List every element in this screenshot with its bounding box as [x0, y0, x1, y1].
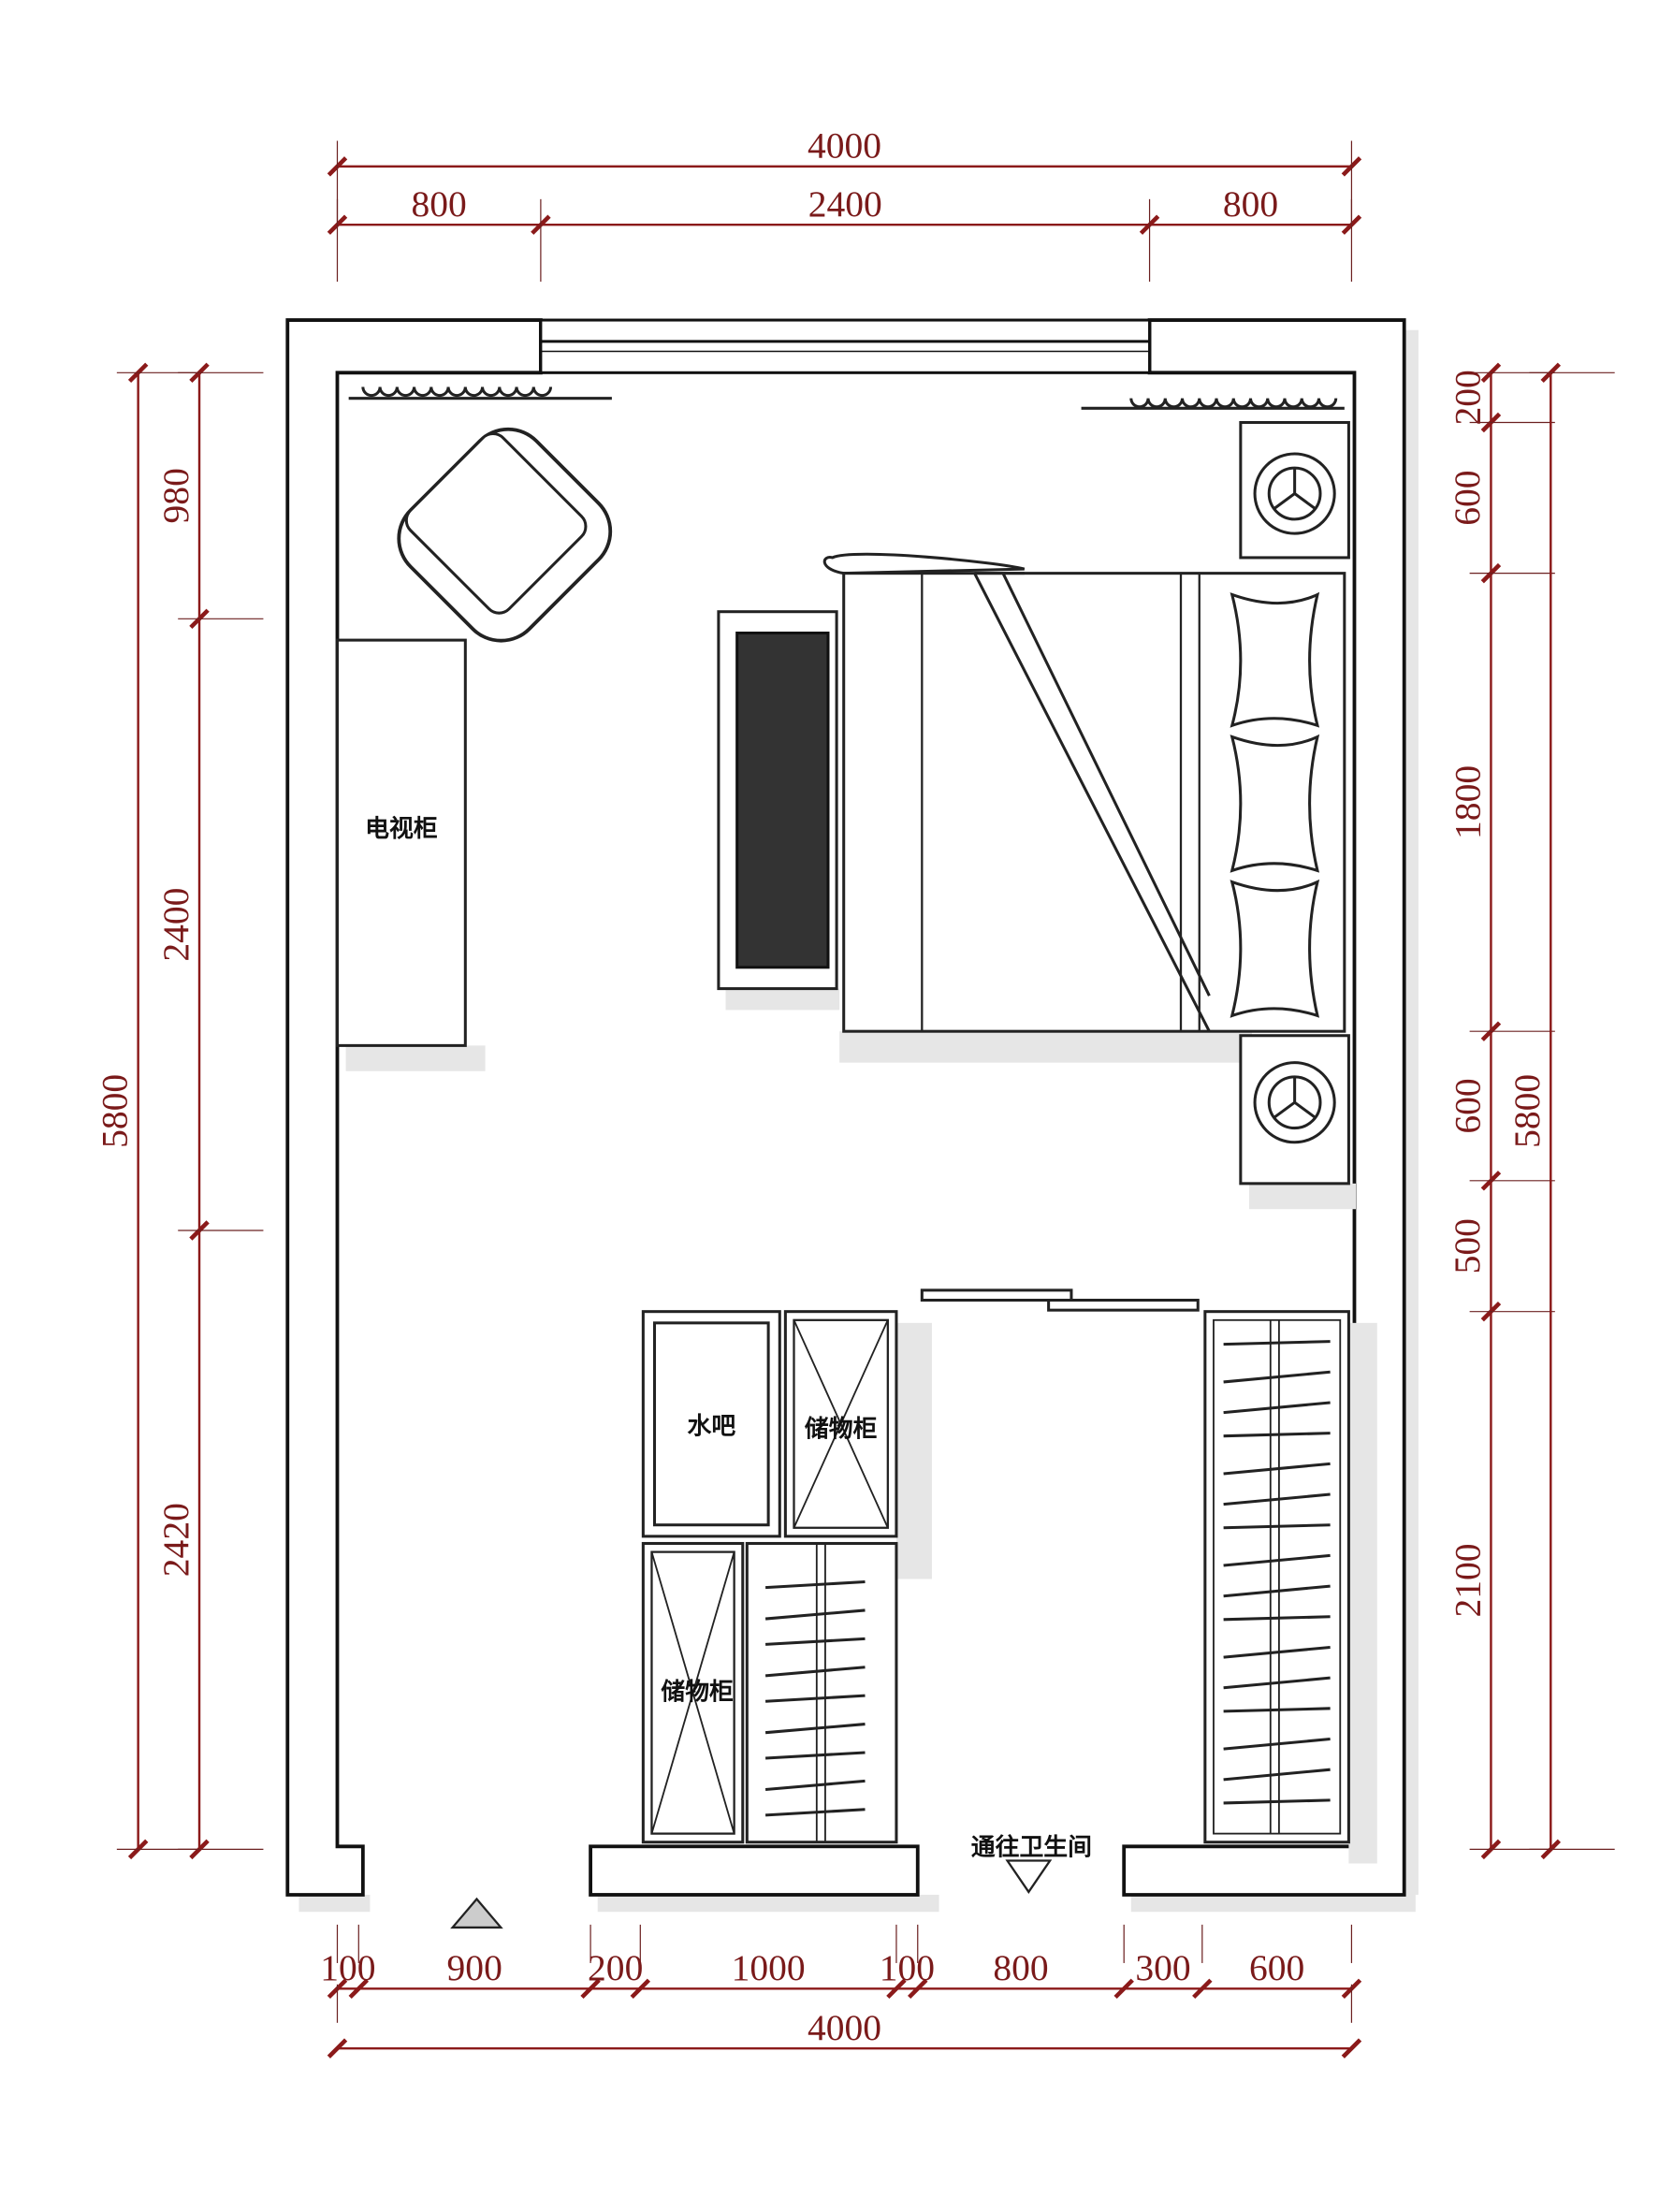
dimension-tick [327, 2038, 348, 2059]
dimension-label: 900 [447, 1947, 502, 1988]
storage-lower-label: 储物柜 [661, 1678, 734, 1707]
storage-cabinet-upper [783, 1310, 898, 1538]
dimension-tick [886, 1978, 907, 2000]
dimension-tick [1113, 1978, 1134, 2000]
hanger [1223, 1584, 1331, 1598]
dimension-tick [1341, 2038, 1362, 2059]
dimension-label: 100 [880, 1947, 935, 1988]
hanger [1223, 1462, 1331, 1476]
dimension-label: 600 [1249, 1947, 1304, 1988]
hanger [1223, 1738, 1331, 1751]
dimension-label: 2400 [808, 183, 882, 225]
window [539, 318, 1152, 374]
curtain-left [348, 386, 612, 400]
dimension-label: 800 [993, 1947, 1048, 1988]
tv-cabinet-label: 电视柜 [365, 815, 438, 843]
water-bar-label: 水吧 [687, 1412, 735, 1440]
hanger [765, 1751, 866, 1760]
dimension-lines: 4000 800 2400 800 5800 980 2400 2420 200 600 1800 6… [94, 125, 1615, 2059]
dimension-label: 800 [412, 183, 467, 225]
nightstand-bottom [1239, 1034, 1356, 1210]
hanger [1223, 1707, 1331, 1713]
dimension-label: 200 [1447, 370, 1488, 425]
dimension-label: 4000 [808, 125, 881, 167]
dimension-tick [630, 1978, 651, 2000]
hanger [1223, 1676, 1331, 1690]
dimension-label: 1800 [1447, 765, 1488, 839]
dimension-label: 5800 [1506, 1074, 1548, 1148]
hanger [764, 1779, 866, 1791]
dimension-label: 200 [588, 1947, 643, 1988]
armchair [397, 427, 613, 643]
hanger [1223, 1798, 1331, 1805]
dimension-tick [1192, 1978, 1213, 2000]
hanger [764, 1723, 866, 1735]
dimension-tick [580, 1978, 601, 2000]
hanger [1223, 1523, 1331, 1530]
dimension-label: 800 [1223, 183, 1278, 225]
entrance-arrow-icon [450, 1897, 503, 1929]
dimension-label: 980 [155, 468, 196, 523]
hanger [1223, 1370, 1331, 1384]
hanger [765, 1637, 866, 1646]
dimension-label: 1000 [732, 1947, 806, 1988]
dimension-label: 300 [1135, 1947, 1190, 1988]
dimension-label: 600 [1447, 470, 1488, 525]
pillow [1230, 591, 1320, 728]
wardrobe [1203, 1310, 1350, 1844]
hanger [764, 1608, 866, 1621]
dimension-label: 4000 [808, 2007, 881, 2048]
nightstand-top [1239, 420, 1350, 560]
pillow [1230, 734, 1320, 873]
hanger [764, 1666, 866, 1678]
pillow [1230, 879, 1320, 1018]
storage-cabinet-lower [641, 1541, 745, 1844]
curtain-right [1081, 398, 1345, 410]
hanger [1223, 1492, 1331, 1506]
tv [717, 610, 840, 1011]
to-bathroom-label: 通往卫生间 [971, 1832, 1092, 1861]
hanger [1223, 1553, 1331, 1567]
dimension-label: 2400 [155, 888, 196, 962]
dimension-label: 500 [1447, 1218, 1488, 1273]
dimension-label: 2420 [155, 1503, 196, 1577]
hanger [1223, 1432, 1331, 1438]
hanger [1223, 1615, 1331, 1622]
hanger [1223, 1768, 1331, 1782]
dimension-label: 5800 [94, 1074, 135, 1148]
bed [822, 552, 1346, 1063]
dimension-tick [908, 1978, 928, 2000]
hanging-closet [745, 1541, 898, 1844]
tv-cabinet [335, 638, 467, 1047]
dimension-label: 100 [320, 1947, 375, 1988]
hanger [765, 1808, 866, 1817]
hanger [1223, 1340, 1331, 1346]
tv-screen [735, 631, 830, 969]
sliding-door [920, 1288, 1200, 1312]
hanger [1223, 1401, 1331, 1415]
dimension-label: 2100 [1447, 1543, 1488, 1617]
hanger [765, 1580, 866, 1590]
storage-upper-label: 储物柜 [805, 1414, 878, 1443]
hanger [765, 1694, 866, 1703]
bathroom-arrow-icon [1005, 1859, 1053, 1894]
dimension-tick [348, 1978, 370, 2000]
hanger [1223, 1645, 1331, 1659]
dimension-label: 600 [1447, 1078, 1488, 1133]
